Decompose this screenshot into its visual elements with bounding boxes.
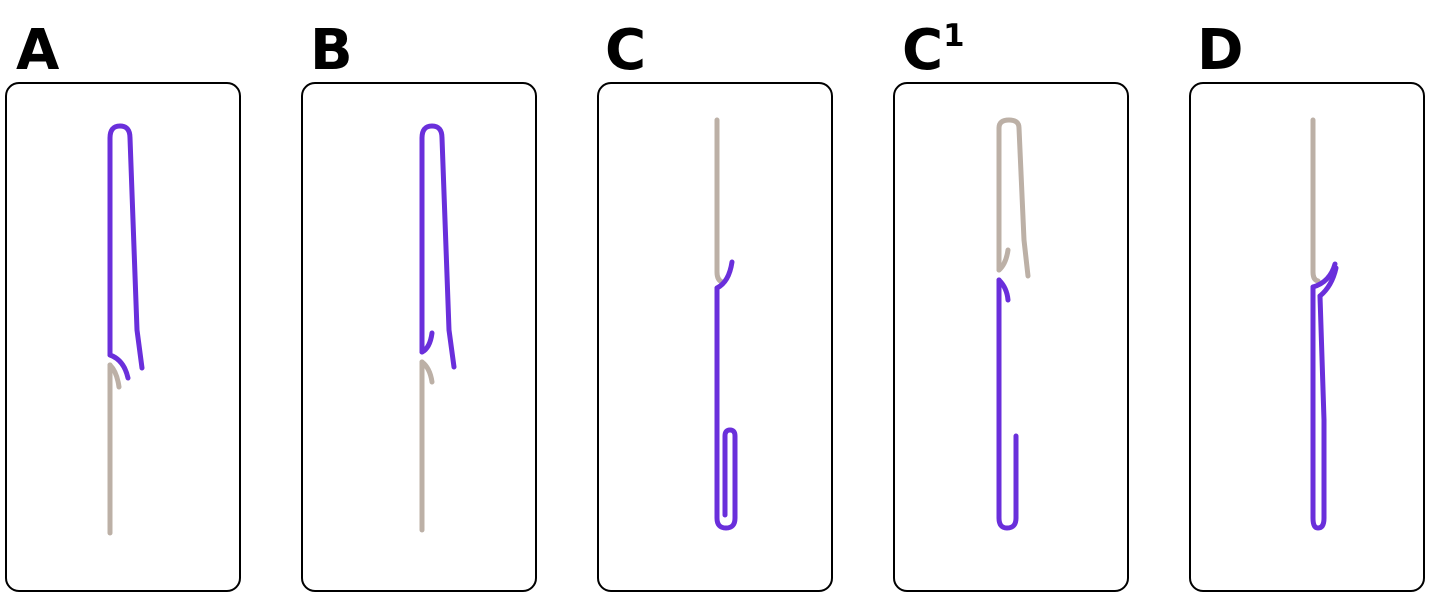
panel-label-b: B: [310, 18, 353, 84]
strand-drawings: [107, 117, 1339, 536]
panel-d-purple-inner-tail: [1317, 265, 1339, 299]
panel-box-a: [5, 82, 241, 592]
panel-d-strands: [1310, 117, 1339, 531]
panel-b-strands: [419, 123, 457, 533]
panel-c1-grey-tail: [996, 247, 1011, 273]
panel-b-purple-hairpin: [419, 123, 457, 370]
strand-diagram-figure: A B C C1 D: [5, 18, 1425, 592]
panel-b-grey-tail: [419, 359, 435, 385]
panel-c-grey-strand: [714, 117, 725, 285]
panel-d-purple-strand: [1310, 284, 1327, 531]
panel-box-b: [301, 82, 537, 592]
panel-a-grey-tail: [107, 362, 122, 390]
panel-c-strands: [714, 117, 738, 531]
panel-d-grey-strand: [1310, 117, 1321, 284]
panel-b-purple-tail: [419, 330, 435, 355]
panel-c1-purple-strand: [996, 277, 1019, 531]
panel-box-c1: [893, 82, 1129, 592]
panel-c1-grey-hairpin: [996, 117, 1031, 279]
panel-c-purple-strand: [714, 285, 738, 531]
panel-a-purple-tail: [107, 352, 131, 381]
panel-label-d: D: [1197, 18, 1244, 84]
panel-label-c: C: [605, 18, 647, 84]
panel-a-strands: [107, 123, 145, 536]
panel-a-purple-hairpin: [107, 123, 145, 371]
panel-label-a: A: [16, 18, 60, 84]
panel-label-c1: C1: [902, 18, 965, 84]
panel-c1-strands: [996, 117, 1031, 531]
